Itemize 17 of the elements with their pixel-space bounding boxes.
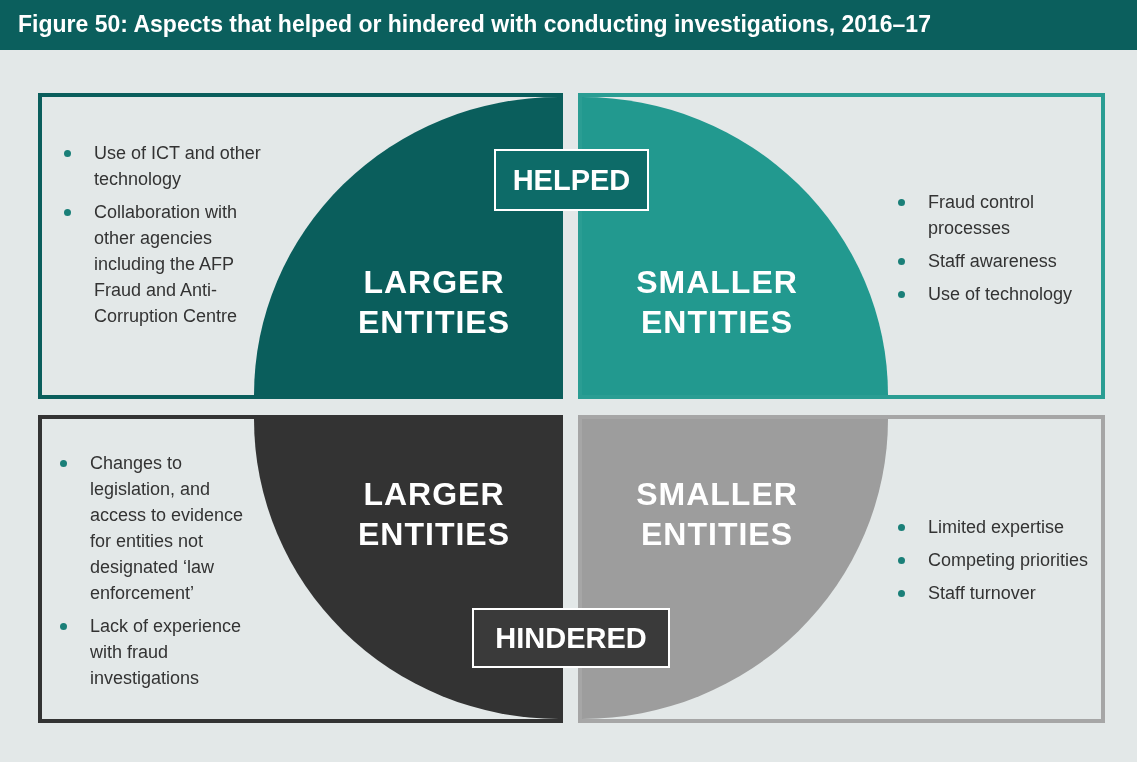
- bullet-text: Staff awareness: [928, 251, 1057, 271]
- bullet-text: Use of technology: [928, 284, 1073, 304]
- bullet-text: Staff turnover: [928, 583, 1036, 603]
- bullet-text: Lack of experience with fraud investigations: [90, 616, 242, 688]
- bullet-text: Use of ICT and other technology: [94, 143, 261, 189]
- bullet-text: Changes to legislation, and access to evidence for entities not designated ‘law enforcement’: [90, 453, 244, 603]
- segment-label: LARGER ENTITIES: [357, 263, 511, 342]
- figure-title: Figure 50: Aspects that helped or hindered with conducting investigations, 2016–17: [18, 11, 931, 38]
- bullet-text: Limited expertise: [928, 517, 1065, 537]
- bullet-text: Collaboration with other agencies including the AFP Fraud and Anti-Corruption Centre: [94, 202, 238, 326]
- category-tag: HINDERED: [472, 608, 670, 668]
- segment-label: SMALLER ENTITIES: [635, 263, 799, 342]
- segment-label: LARGER ENTITIES: [357, 475, 511, 554]
- segment-label: SMALLER ENTITIES: [635, 475, 799, 554]
- bullet-text: Fraud control processes: [928, 192, 1035, 238]
- bullet-text: Competing priorities: [928, 550, 1089, 570]
- category-tag: HELPED: [494, 149, 649, 211]
